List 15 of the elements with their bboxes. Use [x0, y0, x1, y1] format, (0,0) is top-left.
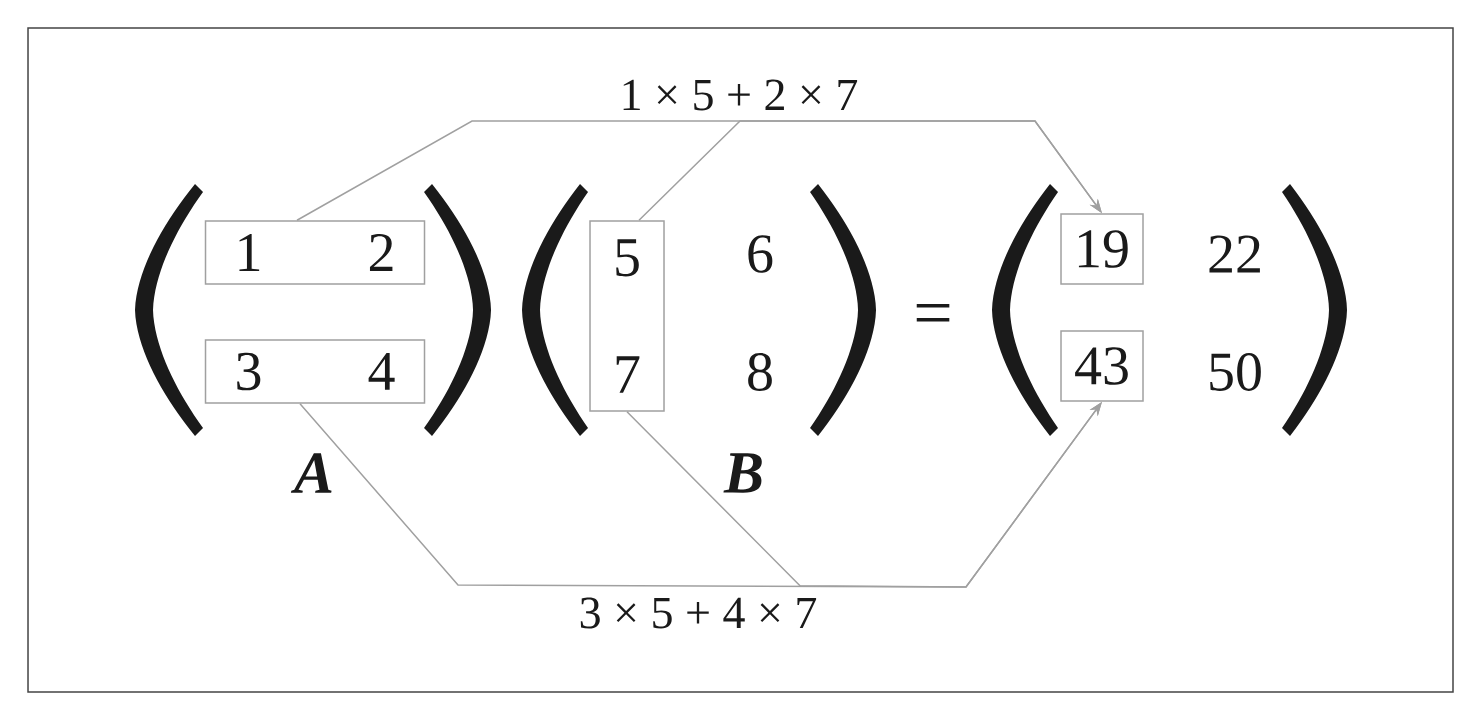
- arrow: [638, 120, 1102, 221]
- matrix-name: A: [290, 453, 332, 493]
- edge-label: 3 × 5 + 4 × 7: [577, 596, 819, 630]
- matrix-entry: 22: [1209, 235, 1260, 273]
- matrix-name: B: [723, 453, 762, 493]
- edge-label: 1 × 5 + 2 × 7: [618, 78, 860, 112]
- row-box: 1 2: [204, 220, 426, 285]
- entry-box: 43: [1060, 330, 1144, 402]
- row-box: 3 4: [204, 339, 426, 404]
- matrix-entry: 50: [1210, 353, 1261, 391]
- matrix-entry: 6: [748, 235, 773, 273]
- matrix-entry: 8: [748, 353, 772, 391]
- column-box: 5 7: [589, 220, 665, 412]
- equals-sign: =: [916, 304, 950, 322]
- entry-box: 19: [1060, 213, 1144, 285]
